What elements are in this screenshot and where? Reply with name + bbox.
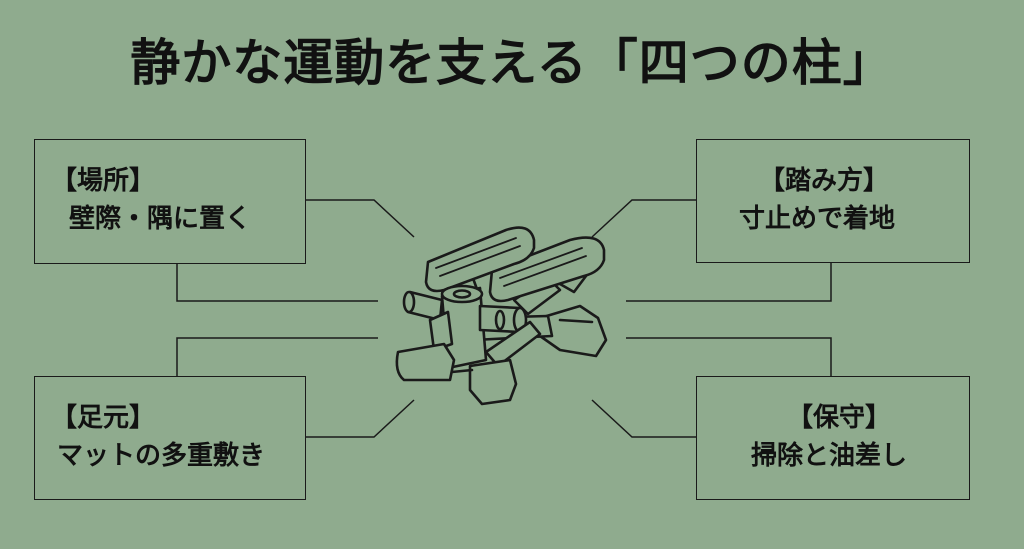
pillar-heading-footing: 【足元】 <box>51 403 156 433</box>
connector-line-footing-1 <box>176 337 378 376</box>
pillar-heading-stepping: 【踏み方】 <box>759 166 890 196</box>
connector-line-stepping-1 <box>591 199 696 238</box>
connector-line-stepping-2 <box>626 263 832 302</box>
connector-line-maintenance-1 <box>626 337 832 376</box>
pillar-box-maintenance: 【保守】 掃除と油差し <box>696 376 970 500</box>
pillar-text-stepping: 寸止めで着地 <box>739 204 896 234</box>
pillar-box-footing: 【足元】 マットの多重敷き <box>34 376 306 500</box>
pillar-text-footing: マットの多重敷き <box>57 441 266 471</box>
pillar-box-location: 【場所】 壁際・隅に置く <box>34 139 306 264</box>
pillar-text-location: 壁際・隅に置く <box>69 204 252 234</box>
connector-line-location-2 <box>176 264 378 302</box>
pillar-text-maintenance: 掃除と油差し <box>751 441 908 471</box>
connector-line-location-1 <box>306 199 415 238</box>
pillar-heading-maintenance: 【保守】 <box>787 403 892 433</box>
pillar-box-stepping: 【踏み方】 寸止めで着地 <box>696 139 970 263</box>
diagram-title: 静かな運動を支える「四つの柱」 <box>130 33 894 92</box>
connector-line-maintenance-2 <box>591 399 696 438</box>
connector-line-footing-2 <box>306 399 415 438</box>
pillar-heading-location: 【場所】 <box>51 166 156 196</box>
